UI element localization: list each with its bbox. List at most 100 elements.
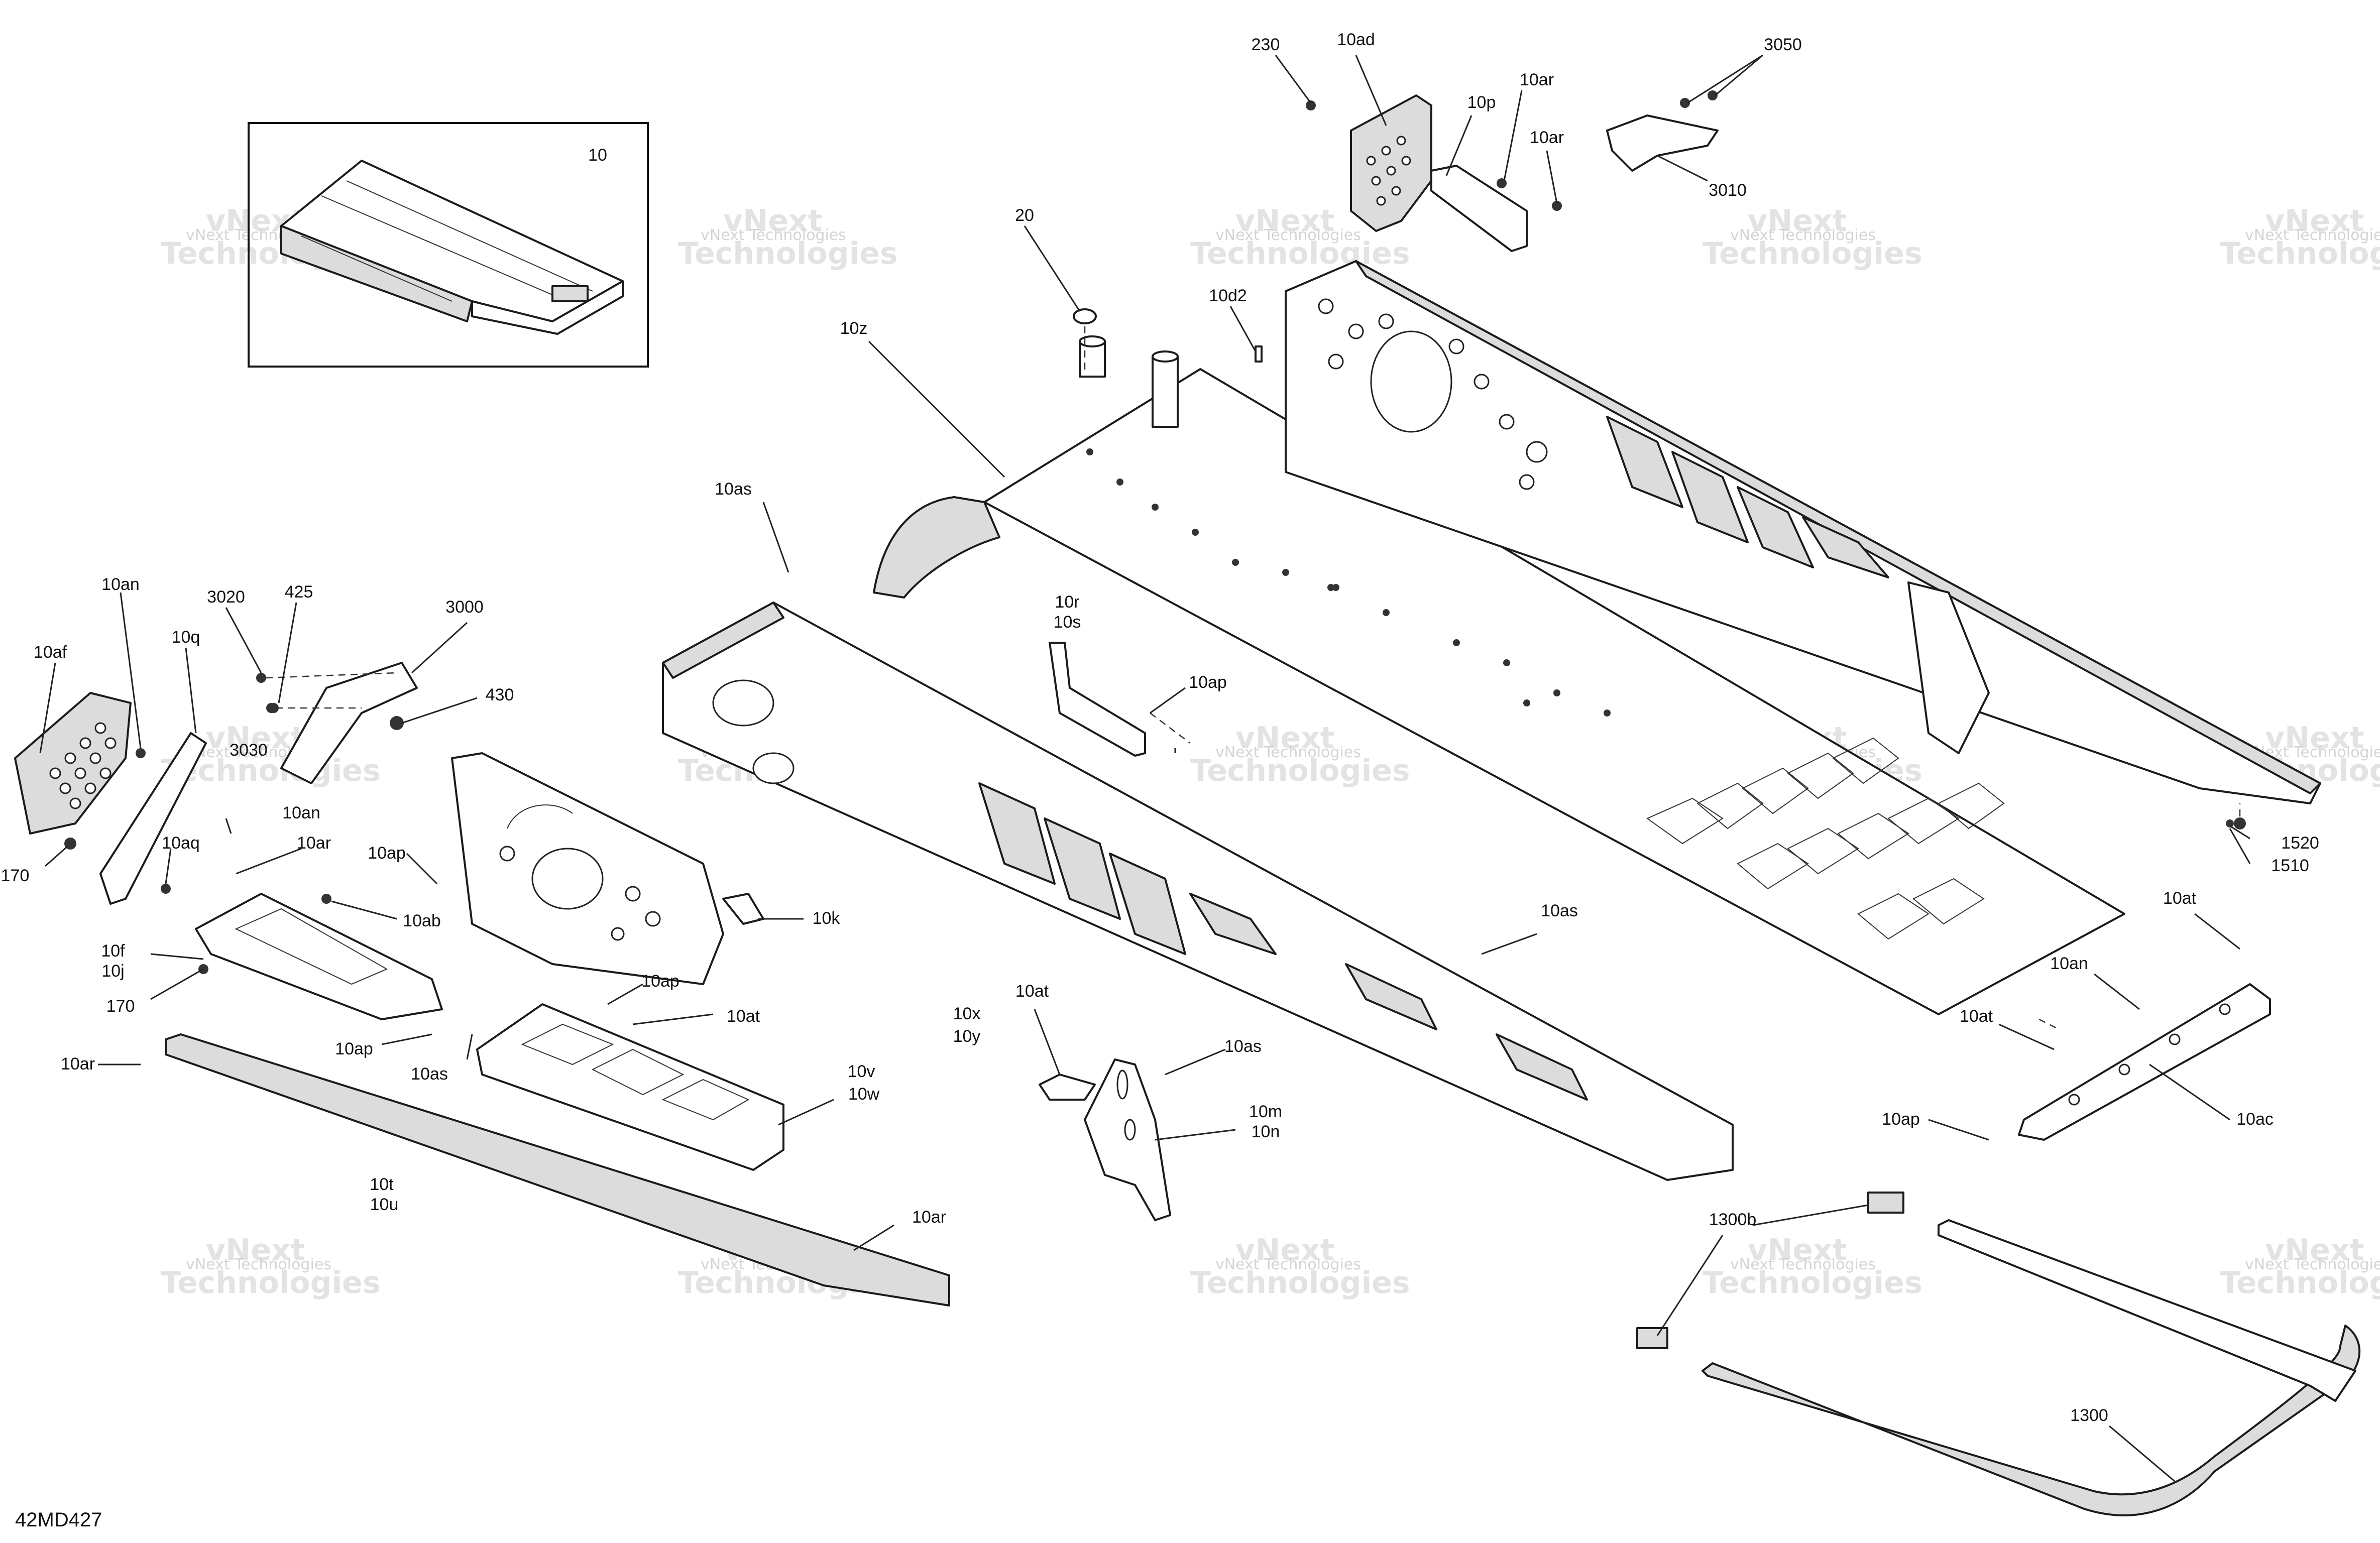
callout-425: 425 (285, 582, 313, 602)
watermark-vnext: vNext (1235, 203, 1334, 239)
watermark-text: vNext Technologies (2245, 1256, 2380, 1273)
callout-1300: 1300 (2070, 1406, 2108, 1425)
watermark-vnext: vNext (1235, 721, 1334, 756)
watermark-text: vNext Technologies (1215, 226, 1361, 244)
watermark-text: vNext Technologies (1730, 226, 1876, 244)
watermark-text: vNext Technologies (1215, 1256, 1361, 1273)
watermark-technologies: Technologies (1703, 1265, 1922, 1300)
callout-10ar: 10ar (1520, 70, 1554, 89)
callout-10m: 10m (1249, 1102, 1282, 1121)
watermark-vnext: vNext (206, 1233, 305, 1268)
callout-10ap: 10ap (641, 972, 679, 991)
watermark-technologies: Technologies (678, 236, 898, 271)
tunnel-tube (1152, 355, 1179, 428)
ladder-frame (476, 1003, 784, 1171)
watermark-vnext: vNext (2265, 203, 2364, 239)
inset-rib (346, 180, 593, 292)
footrest-holes (49, 722, 117, 809)
bolt-10ab (321, 894, 331, 904)
callout-10as: 10as (715, 480, 752, 499)
callout-1510: 1510 (2271, 856, 2309, 875)
callout-10p: 10p (1467, 93, 1496, 112)
watermark: vNext Technologies vNext Technologies (161, 1233, 381, 1300)
callout-10af: 10af (34, 643, 67, 662)
bolt-10aq (161, 884, 171, 894)
callout-430: 430 (486, 685, 514, 704)
watermark-vnext: vNext (723, 203, 822, 239)
watermark-vnext: vNext (1748, 1233, 1847, 1268)
callout-230: 230 (1252, 35, 1280, 54)
plate-10ad (1350, 94, 1432, 232)
callout-10t: 10t (370, 1175, 394, 1194)
inset-assembly (248, 122, 649, 368)
watermark-technologies: Technologies (2220, 236, 2380, 271)
callout-1520: 1520 (2281, 834, 2319, 853)
callout-10as: 10as (411, 1064, 448, 1084)
watermark: vNext Technologies vNext Technologies (1703, 203, 1922, 271)
bolt-10ar (1497, 178, 1507, 188)
callout-3050: 3050 (1764, 35, 1802, 54)
callout-10at: 10at (1015, 982, 1049, 1001)
callout-10an: 10an (282, 803, 320, 822)
callout-10ap: 10ap (1189, 673, 1227, 692)
callout-10d2: 10d2 (1209, 286, 1247, 305)
callout-10ar: 10ar (912, 1208, 946, 1227)
callout-3020: 3020 (207, 587, 245, 607)
assembly-lines (266, 326, 2241, 1030)
part-10t-rail (165, 1033, 950, 1307)
watermark: vNext Technologies vNext Technologies (1703, 1233, 1922, 1300)
callout-170: 170 (1, 866, 30, 885)
part-10m-fin (1039, 1058, 1171, 1221)
watermark-vnext: vNext (2265, 721, 2364, 756)
watermark-technologies: Technologies (161, 1265, 381, 1300)
callout-10u: 10u (370, 1195, 399, 1214)
diagram-code: 42MD427 (15, 1509, 102, 1531)
part-10f-bracket (195, 893, 443, 1020)
callout-10y: 10y (953, 1027, 981, 1046)
watermark: vNext Technologies vNext Technologies (1190, 203, 1410, 271)
bolt-230 (1306, 100, 1316, 110)
watermark-text: vNext Technologies (1215, 744, 1361, 761)
part-side-plate (451, 752, 724, 985)
callout-10ap: 10ap (368, 844, 406, 863)
watermark: vNext Technologies vNext Technologies (2220, 203, 2380, 271)
callout-10ap: 10ap (335, 1039, 373, 1058)
callout-10: 10 (588, 146, 607, 165)
part-10af-footrest (14, 692, 132, 850)
callout-3010: 3010 (1709, 181, 1747, 200)
callout-labels: 10 20 230 10ad 10ar 10p 10ar 3050 3010 1… (1, 30, 2319, 1425)
watermark-vnext: vNext (1748, 203, 1847, 239)
callout-10s: 10s (1054, 613, 1081, 632)
callout-10at: 10at (727, 1007, 760, 1026)
callout-10ac: 10ac (2236, 1110, 2274, 1129)
fin-tab (1039, 1074, 1096, 1101)
callout-10v: 10v (848, 1062, 875, 1081)
fin-plate (1084, 1058, 1171, 1221)
tunnel-left-hole (752, 752, 795, 784)
callout-10z: 10z (840, 319, 868, 338)
bolt-3050 (1708, 90, 1718, 100)
inset-rib (321, 195, 568, 302)
watermark-technologies: Technologies (1190, 236, 1410, 271)
watermark-technologies: Technologies (1190, 1265, 1410, 1300)
lower-bracket-cutout (235, 908, 388, 985)
callout-10n: 10n (1252, 1122, 1280, 1141)
inset-detail (551, 285, 589, 302)
part-10ad-plate (1306, 94, 1432, 232)
part-1300b-clip (1636, 1327, 1668, 1349)
bolt-430 (390, 716, 404, 730)
part-10v-ladder (476, 1003, 784, 1171)
inset-rib (301, 235, 452, 302)
tunnel-right-flange (1355, 260, 2321, 794)
bolt-3050 (1680, 98, 1690, 108)
callout-3030: 3030 (230, 741, 268, 760)
tunnel-deck-holes (1086, 448, 1611, 717)
callout-10aq: 10aq (162, 834, 200, 853)
watermark: vNext Technologies vNext Technologies (1190, 1233, 1410, 1300)
part-3010-handle (1606, 114, 1719, 172)
inset-tunnel-front (471, 280, 624, 335)
watermark: vNext Technologies vNext Technologies (2220, 1233, 2380, 1300)
part-10r-bracket (1049, 642, 1146, 757)
callout-10ar: 10ar (61, 1054, 95, 1074)
callout-20: 20 (1015, 206, 1034, 225)
